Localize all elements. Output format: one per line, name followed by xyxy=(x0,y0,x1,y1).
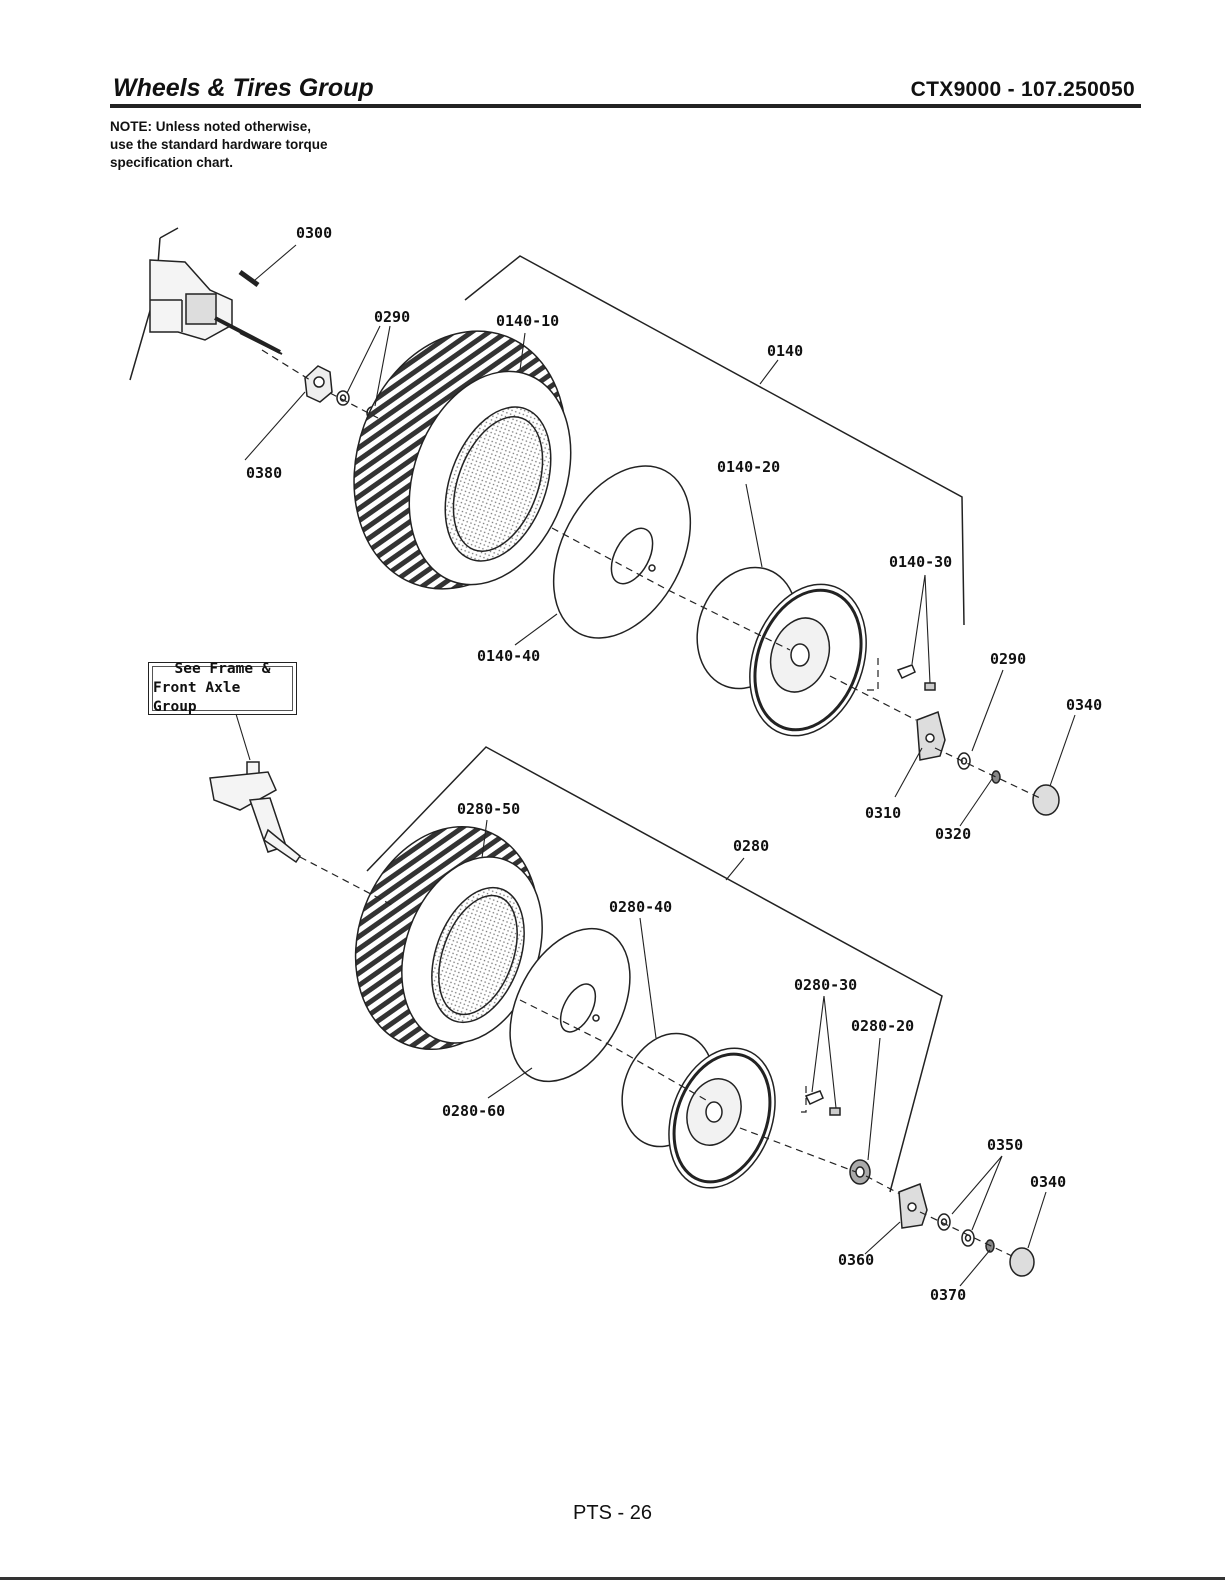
spacer-0310 xyxy=(916,710,946,761)
wheel-rim-0140-20 xyxy=(696,566,867,737)
note-line: specification chart. xyxy=(110,155,234,170)
part-label-0370: 0370 xyxy=(930,1286,966,1304)
part-label-0140-20: 0140-20 xyxy=(717,458,780,476)
reference-line: Front Axle Group xyxy=(153,680,241,715)
bearing-bracket-0380 xyxy=(304,365,333,403)
leader-lines xyxy=(235,244,1076,1287)
part-label-0280-60: 0280-60 xyxy=(442,1102,505,1120)
part-label-0290: 0290 xyxy=(990,650,1026,668)
reference-box: See Frame & Front Axle Group xyxy=(148,661,297,715)
part-label-0280-40: 0280-40 xyxy=(609,898,672,916)
spacer-0360 xyxy=(898,1183,928,1229)
assembly-axis-lines xyxy=(261,349,1041,1257)
spindle xyxy=(209,761,302,864)
roll-pin-0300 xyxy=(238,269,260,288)
model-number: CTX9000 - 107.250050 xyxy=(910,78,1135,101)
washers-0350 xyxy=(937,1213,975,1247)
hub-cap-0340-lower xyxy=(1009,1247,1035,1277)
part-label-0310: 0310 xyxy=(865,804,901,822)
part-label-0320: 0320 xyxy=(935,825,971,843)
wheel-rim-0280-40 xyxy=(621,1032,776,1189)
inner-tube-0140-40 xyxy=(552,465,692,639)
reference-line: See Frame & xyxy=(174,661,271,677)
bushing-0280-20 xyxy=(849,1159,871,1185)
part-label-0140-40: 0140-40 xyxy=(477,647,540,665)
part-label-0280-20: 0280-20 xyxy=(851,1017,914,1035)
transmission-housing xyxy=(129,227,283,381)
part-label-0360: 0360 xyxy=(838,1251,874,1269)
part-label-0140-30: 0140-30 xyxy=(889,553,952,571)
assembly-bracket-0140 xyxy=(464,255,965,626)
assembly-bracket-0280 xyxy=(366,746,943,1193)
retaining-ring-0320 xyxy=(991,770,1001,784)
torque-note: NOTE: Unless noted otherwise, use the st… xyxy=(110,118,410,172)
note-line: NOTE: Unless noted otherwise, xyxy=(110,119,312,134)
hub-cap-0340-upper xyxy=(1032,784,1060,816)
part-label-0340: 0340 xyxy=(1066,696,1102,714)
note-line: use the standard hardware torque xyxy=(110,137,328,152)
header-divider xyxy=(110,104,1141,108)
part-label-0300: 0300 xyxy=(296,224,332,242)
part-label-0280-30: 0280-30 xyxy=(794,976,857,994)
page-title: Wheels & Tires Group xyxy=(113,74,374,102)
part-label-0340: 0340 xyxy=(1030,1173,1066,1191)
part-label-0140-10: 0140-10 xyxy=(496,312,559,330)
part-label-0290: 0290 xyxy=(374,308,410,326)
part-label-0280: 0280 xyxy=(733,837,769,855)
footer-divider xyxy=(0,1577,1225,1580)
washer-0290-lower xyxy=(957,752,971,770)
part-label-0140: 0140 xyxy=(767,342,803,360)
part-label-0280-50: 0280-50 xyxy=(457,800,520,818)
tire-0140-10 xyxy=(353,330,572,590)
tire-0280-50 xyxy=(354,825,543,1051)
inner-tube-0280-60 xyxy=(509,927,631,1083)
page-number: PTS - 26 xyxy=(573,1502,652,1524)
valve-stem-0280-30 xyxy=(804,1090,841,1116)
part-label-0380: 0380 xyxy=(246,464,282,482)
part-label-0350: 0350 xyxy=(987,1136,1023,1154)
